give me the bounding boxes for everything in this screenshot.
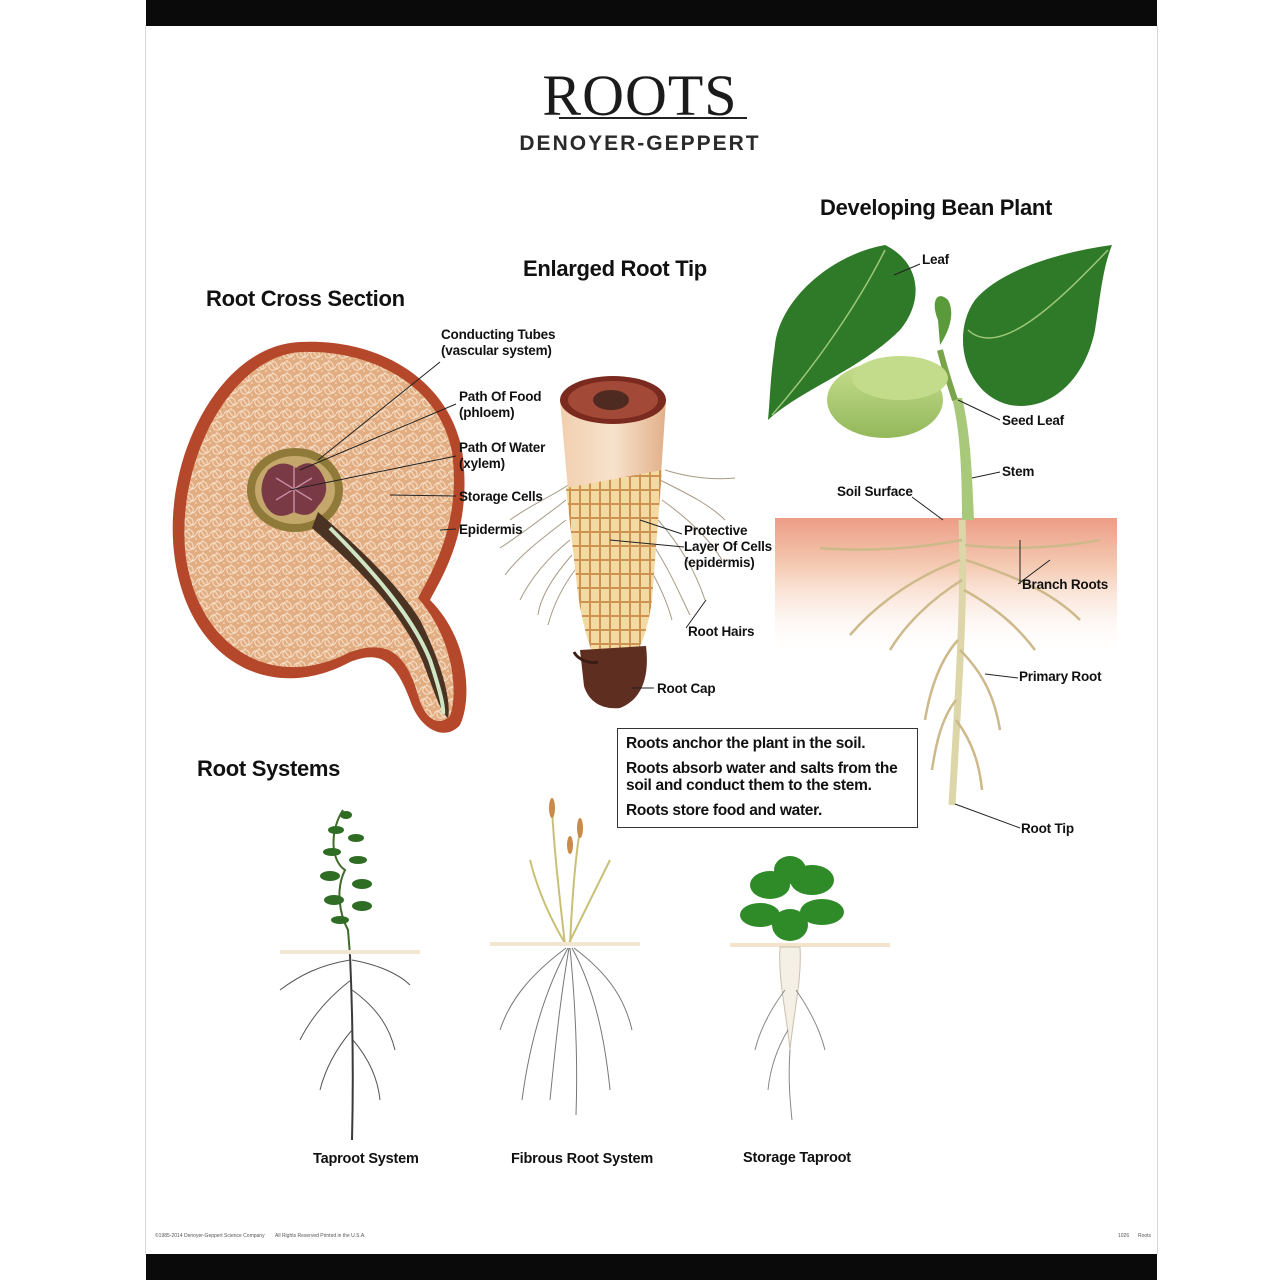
- root-systems-title: Root Systems: [197, 756, 341, 781]
- label-layer-of-cells: Layer Of Cells: [684, 539, 772, 554]
- leader-lines: [289, 263, 1051, 829]
- top-frame-bar: [146, 0, 1157, 26]
- label-conducting-tubes: Conducting Tubes: [441, 327, 556, 342]
- caption-storage-taproot: Storage Taproot: [743, 1150, 851, 1166]
- bean-plant-title: Developing Bean Plant: [820, 195, 1053, 220]
- caption-taproot-system: Taproot System: [313, 1151, 419, 1167]
- label-storage-cells: Storage Cells: [459, 489, 543, 504]
- label-epidermis-tip: (epidermis): [684, 555, 755, 570]
- info-line-anchor: Roots anchor the plant in the soil.: [626, 735, 866, 752]
- caption-fibrous-root-system: Fibrous Root System: [511, 1151, 654, 1167]
- label-seed-leaf: Seed Leaf: [1002, 413, 1064, 428]
- footer-code: 1026: [1118, 1233, 1130, 1239]
- footer-rights: All Rights Reserved Printed in the U.S.A…: [275, 1233, 366, 1239]
- info-line-store: Roots store food and water.: [626, 802, 823, 819]
- footer-copyright: ©1985-2014 Denoyer-Geppert Science Compa…: [155, 1233, 265, 1239]
- info-line-absorb-1: Roots absorb water and salts from the: [626, 760, 898, 777]
- label-protective: Protective: [684, 523, 748, 538]
- label-xylem: (xylem): [459, 456, 505, 471]
- label-root-hairs: Root Hairs: [688, 624, 755, 639]
- bottom-frame-bar: [146, 1254, 1157, 1280]
- label-stem: Stem: [1002, 464, 1035, 479]
- label-leaf: Leaf: [922, 252, 949, 267]
- cross-section-title: Root Cross Section: [206, 286, 405, 311]
- storage-taproot-drawing: [730, 856, 890, 1121]
- brand-logo-text: DENOYER-GEPPERT: [519, 132, 761, 155]
- page-left-edge: [145, 26, 146, 1254]
- page-right-edge: [1157, 26, 1158, 1254]
- label-vascular-system: (vascular system): [441, 343, 552, 358]
- label-branch-roots: Branch Roots: [1022, 577, 1109, 592]
- label-soil-surface: Soil Surface: [837, 484, 913, 499]
- label-path-of-water: Path Of Water: [459, 440, 546, 455]
- label-phloem: (phloem): [459, 405, 515, 420]
- label-epidermis: Epidermis: [459, 522, 523, 537]
- root-cross-section-drawing: [172, 341, 467, 733]
- label-root-tip: Root Tip: [1021, 821, 1074, 836]
- root-tip-drawing: [499, 376, 736, 709]
- info-line-absorb-2: soil and conduct them to the stem.: [626, 777, 872, 794]
- title-underline: [559, 117, 747, 119]
- label-path-of-food: Path Of Food: [459, 389, 542, 404]
- label-root-cap: Root Cap: [657, 681, 716, 696]
- footer-name: Roots: [1138, 1233, 1152, 1239]
- root-tip-title: Enlarged Root Tip: [523, 256, 707, 281]
- bean-plant-drawing: [768, 245, 1117, 806]
- taproot-system-drawing: [279, 809, 420, 1141]
- info-box: Roots anchor the plant in the soil. Root…: [617, 728, 918, 828]
- label-primary-root: Primary Root: [1019, 669, 1102, 684]
- fibrous-root-system-drawing: [490, 798, 640, 1116]
